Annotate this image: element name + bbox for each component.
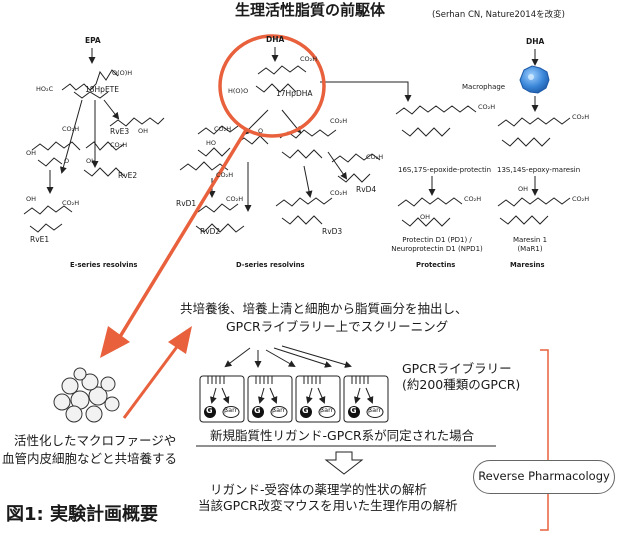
epa-pathway bbox=[23, 48, 165, 233]
reverse-pharmacology-label: Reverse Pharmacology bbox=[478, 469, 610, 483]
down-block-arrow bbox=[324, 451, 364, 475]
chem-label: O bbox=[258, 127, 264, 135]
chem-label: H(O)O bbox=[228, 87, 249, 95]
chem-label: OH bbox=[138, 127, 149, 135]
chem-label: CO₂H bbox=[62, 199, 80, 207]
protectins-label: Protectins bbox=[416, 261, 456, 269]
reverse-pharmacology-box bbox=[473, 460, 615, 494]
dha-highlight-circle bbox=[218, 34, 326, 138]
mar1-label: Maresin 1 bbox=[512, 236, 548, 244]
d-series-label: D-series resolvins bbox=[236, 261, 305, 269]
chem-label: OH bbox=[420, 213, 431, 221]
coculture-line2: 血管内皮細胞などと共培養する bbox=[2, 451, 178, 466]
chem-label: OH bbox=[518, 185, 529, 193]
gpcr-cell bbox=[295, 375, 341, 423]
chem-label: CO₂H bbox=[330, 117, 348, 125]
gpcr-library bbox=[199, 375, 389, 423]
epa-label: EPA bbox=[85, 36, 101, 45]
mar1-abbr-label: (MaR1) bbox=[517, 245, 543, 253]
analysis-line2: 当該GPCR改変マウスを用いた生理作用の解析 bbox=[198, 498, 458, 513]
e-series-label: E-series resolvins bbox=[70, 261, 138, 269]
gpcr-cell bbox=[199, 375, 245, 423]
screening-step-line2: GPCRライブラリー上でスクリーニング bbox=[226, 319, 449, 334]
pd1-label: Protectin D1 (PD1) / bbox=[402, 236, 472, 244]
g-protein-label: G bbox=[206, 406, 213, 415]
chem-label: HO₂C bbox=[36, 85, 54, 93]
citation: (Serhan CN, Nature2014を改変) bbox=[432, 10, 565, 20]
cell-cluster-icon bbox=[53, 367, 120, 423]
identified-text: 新規脂質性リガンド-GPCR系が同定された場合 bbox=[210, 428, 475, 443]
chem-label: OH bbox=[86, 157, 97, 165]
maresin-dha-label: DHA bbox=[526, 37, 545, 46]
analysis-line1: リガンド-受容体の薬理学的性状の解析 bbox=[210, 482, 428, 497]
dha-pathway bbox=[179, 47, 412, 233]
chem-label: CO₂H bbox=[572, 113, 590, 121]
coculture-line1: 活性化したマクロファージや bbox=[14, 433, 177, 448]
page-title: 生理活性脂質の前駆体 bbox=[234, 1, 385, 19]
rvd1-label: RvD1 bbox=[176, 199, 197, 208]
barrestin-label: βarr bbox=[320, 406, 334, 414]
reverse-pharmacology-bracket bbox=[540, 349, 549, 531]
chem-label: OH bbox=[26, 195, 37, 203]
rvd4-label: RvD4 bbox=[356, 185, 377, 194]
g-protein-label: G bbox=[254, 406, 261, 415]
figure-caption: 図1: 実験計画概要 bbox=[6, 504, 158, 525]
macrophage-icon bbox=[519, 65, 550, 94]
rvd3-label: RvD3 bbox=[322, 227, 343, 236]
protectin-intermediate-label: 16S,17S-epoxide-protectin bbox=[398, 166, 492, 174]
gpcr-cell bbox=[343, 375, 389, 423]
chem-label: CO₂H bbox=[572, 195, 590, 203]
barrestin-label: βarr bbox=[224, 406, 238, 414]
protectin-pathway bbox=[395, 105, 477, 227]
dha-intermediate-label: 17HpDHA bbox=[276, 89, 313, 98]
maresin-intermediate-label: 13S,14S-epoxy-maresin bbox=[497, 166, 581, 174]
barrestin-label: βarr bbox=[368, 406, 382, 414]
chem-label: CO₂H bbox=[110, 141, 128, 149]
zoom-arrow bbox=[100, 129, 248, 358]
chem-label: OH bbox=[26, 149, 37, 157]
chem-label: CO₂H bbox=[300, 55, 318, 63]
g-protein-label: G bbox=[350, 406, 357, 415]
chem-label: O bbox=[64, 157, 70, 165]
return-arrow bbox=[122, 326, 192, 419]
rve1-label: RvE1 bbox=[30, 235, 50, 244]
screening-arrows bbox=[224, 345, 352, 368]
npd1-label: Neuroprotectin D1 (NPD1) bbox=[391, 245, 483, 253]
gpcr-library-label: GPCRライブラリー bbox=[402, 361, 512, 376]
epa-intermediate-label: 18HpETE bbox=[85, 85, 120, 94]
maresin-pathway bbox=[497, 49, 571, 225]
chem-label: CO₂H bbox=[216, 171, 234, 179]
barrestin-label: βarr bbox=[272, 406, 286, 414]
maresins-label: Maresins bbox=[510, 261, 545, 269]
macrophage-label: Macrophage bbox=[462, 83, 506, 91]
screening-step-line1: 共培養後、培養上清と細胞から脂質画分を抽出し、 bbox=[180, 301, 468, 316]
rve3-label: RvE3 bbox=[110, 127, 130, 136]
chem-label: O(O)H bbox=[112, 69, 133, 77]
chem-label: CO₂H bbox=[226, 195, 244, 203]
chem-label: CO₂H bbox=[62, 125, 80, 133]
dha-label: DHA bbox=[266, 35, 285, 44]
chem-label: CO₂H bbox=[366, 153, 384, 161]
rve2-label: RvE2 bbox=[118, 171, 138, 180]
chem-label: CO₂H bbox=[464, 195, 482, 203]
gpcr-cell bbox=[247, 375, 293, 423]
chem-label: CO₂H bbox=[478, 103, 496, 111]
g-protein-label: G bbox=[302, 406, 309, 415]
gpcr-library-count: (約200種類のGPCR) bbox=[402, 377, 521, 392]
rvd2-label: RvD2 bbox=[200, 227, 221, 236]
chem-label: HO bbox=[206, 139, 217, 147]
chem-label: CO₂H bbox=[214, 125, 232, 133]
chem-label: CO₂H bbox=[330, 189, 348, 197]
